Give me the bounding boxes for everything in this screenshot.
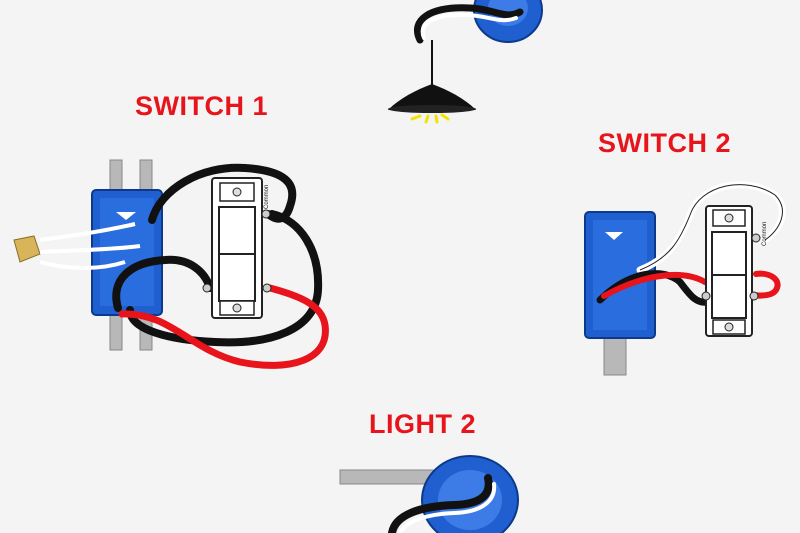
- switch1-common-label: Common: [264, 185, 270, 209]
- switch2-wire-black: [596, 270, 712, 306]
- switch-1-label: SWITCH 1: [135, 91, 269, 121]
- light2-wire-black: [388, 474, 493, 533]
- switch2-box-notch: [605, 232, 623, 240]
- light-fixture: [388, 0, 543, 124]
- switch-2-assembly: Common: [584, 181, 786, 376]
- switch2-traveler-terminal-b: [749, 291, 759, 301]
- fixture-shade: [388, 84, 476, 110]
- light-2-assembly: [339, 455, 519, 533]
- light2-wire-white: [398, 482, 497, 533]
- switch-1-assembly: Common: [13, 159, 329, 369]
- switch1-incoming-white-3: [39, 260, 126, 270]
- switch1-common-terminal: [261, 209, 271, 219]
- switch2-common-label: Common: [762, 222, 768, 246]
- switch1-bottom-screw: [232, 303, 242, 313]
- wire-nut-connector: [13, 235, 41, 263]
- switch1-incoming-white-2: [39, 244, 141, 254]
- switch2-common-terminal: [751, 233, 761, 243]
- fixture-wire-black: [414, 4, 524, 44]
- fixture-wire-white: [420, 12, 518, 40]
- switch1-wire-red: [118, 284, 329, 369]
- switch1-top-screw: [232, 187, 242, 197]
- switch2-bottom-screw: [724, 322, 734, 332]
- switch-2-label: SWITCH 2: [598, 128, 732, 158]
- switch2-wire-white-outline: [639, 184, 783, 271]
- switch2-top-screw: [724, 213, 734, 223]
- switch1-incoming-white-1: [39, 222, 136, 242]
- light-2-label: LIGHT 2: [369, 409, 477, 439]
- bulb-glow: [410, 113, 450, 124]
- switch1-traveler-terminal-b: [262, 283, 272, 293]
- switch1-box-notch: [116, 212, 136, 220]
- fixture-shade-rim: [388, 105, 476, 113]
- switch1-wire-black-bottom: [112, 210, 323, 347]
- switch1-traveler-terminal-a: [202, 283, 212, 293]
- switch2-traveler-terminal-a: [701, 291, 711, 301]
